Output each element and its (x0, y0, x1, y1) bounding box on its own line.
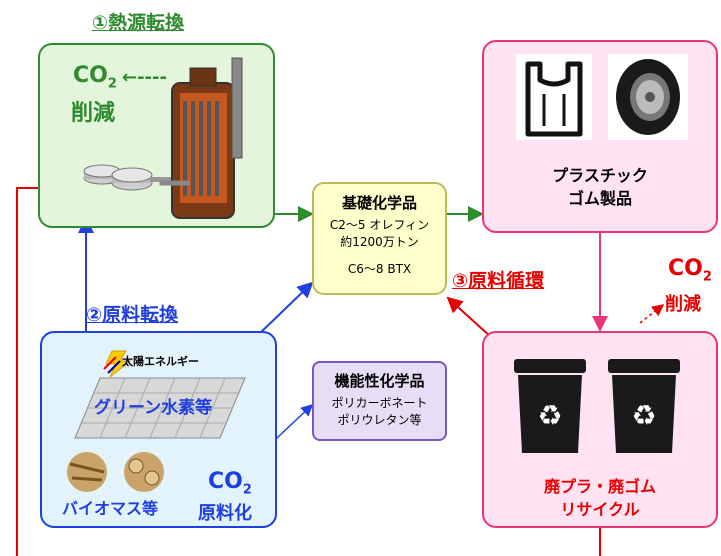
lightning-icon (103, 350, 132, 377)
arrow-recycle-to-chemicals (446, 296, 493, 339)
functional-chemicals-line2: ポリウレタン等 (337, 413, 422, 427)
plastic-bag-icon (516, 54, 592, 140)
arrow-co2-reduction (639, 304, 665, 324)
recycle-bin-icon-2: ♻ (608, 359, 680, 453)
functional-chemicals-title: 機能性化学品 (334, 372, 425, 390)
biomass-icon (67, 452, 164, 492)
svg-text:♻: ♻ (631, 399, 656, 432)
functional-chemicals-line1: ポリカーボネート (331, 396, 428, 410)
svg-text:♻: ♻ (537, 399, 562, 432)
plastic-label-1: プラスチック (552, 166, 648, 185)
recycle-loop-title: ③原料循環 (452, 270, 545, 292)
plastic-label-2: ゴム製品 (567, 189, 632, 208)
basic-chemicals-box: 基礎化学品 C2～5 オレフィン 約1200万トン C6～8 BTX (312, 182, 447, 295)
biomass-label: バイオマス等 (62, 499, 159, 518)
arrow-feedstock-to-chemicals (256, 281, 314, 337)
solar-panel-icon (74, 377, 246, 439)
tire-icon (608, 54, 688, 140)
co2-raw-material-label: 原料化 (198, 503, 252, 524)
furnace-icon (83, 57, 243, 219)
recycle-label-2: リサイクル (560, 500, 640, 519)
heat-arrow-text: ←---- (122, 67, 167, 88)
heat-co2-label: CO2 (73, 63, 117, 92)
basic-chemicals-title: 基礎化学品 (341, 194, 417, 212)
plastic-products-box: プラスチック ゴム製品 (482, 40, 718, 233)
basic-chemicals-line3: C6～8 BTX (347, 262, 412, 276)
heat-source-box: CO2 ←---- 削減 (38, 43, 275, 228)
heat-reduction-label: 削減 (71, 101, 116, 126)
recycle-bin-icon: ♻ (514, 359, 586, 453)
basic-chemicals-line2: 約1200万トン (340, 235, 419, 249)
recycle-box: ♻ ♻ 廃プラ・廃ゴム リサイクル (482, 331, 718, 528)
feedstock-co2-label: CO2 (208, 469, 252, 498)
green-hydrogen-label: グリーン水素等 (94, 398, 213, 418)
basic-chemicals-line1: C2～5 オレフィン (329, 218, 430, 232)
functional-chemicals-box: 機能性化学品 ポリカーボネート ポリウレタン等 (312, 361, 447, 441)
recycle-label-1: 廃プラ・廃ゴム (543, 477, 656, 496)
solar-energy-label: 太陽エネルギー (122, 355, 199, 368)
recycle-co2-label: CO2 (668, 256, 712, 285)
feedstock-box: 太陽エネルギー グリーン水素等 バイオマス等 CO2 原料化 (40, 331, 277, 528)
heat-source-title: ①熱源転換 (92, 12, 185, 34)
recycle-reduction-label: 削減 (665, 294, 701, 315)
feedstock-title: ②原料転換 (86, 304, 179, 326)
